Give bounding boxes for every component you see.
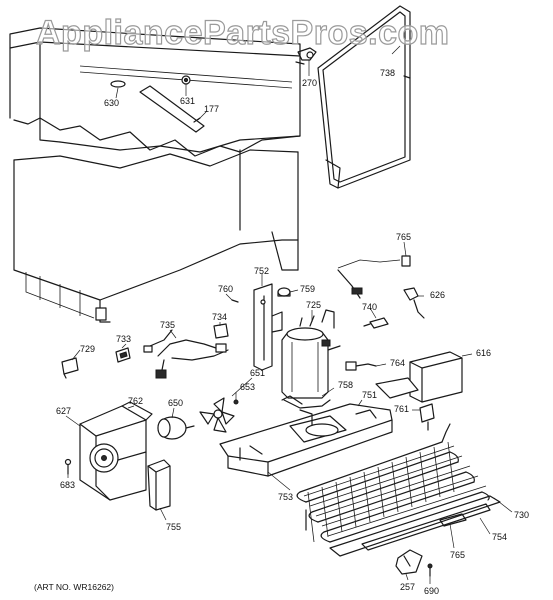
callout-631: 631 <box>180 96 195 106</box>
part-740 <box>363 317 389 329</box>
screw-683 <box>64 458 72 475</box>
callout-753: 753 <box>278 492 293 502</box>
screw-690 <box>427 563 433 577</box>
rail-754 <box>361 503 491 551</box>
callout-725: 725 <box>306 300 321 310</box>
callout-760: 760 <box>218 284 233 294</box>
door-gasket-738 <box>317 5 411 189</box>
callout-labels: 630 631 177 270 738 765 752 759 760 725 … <box>56 68 529 596</box>
callout-651: 651 <box>250 368 265 378</box>
callout-764: 764 <box>390 358 405 368</box>
fan-shroud-627 <box>79 401 153 501</box>
callout-758: 758 <box>338 380 353 390</box>
wiring-harness-735 <box>143 329 229 379</box>
leader-lines <box>65 45 513 584</box>
callout-761: 761 <box>394 404 409 414</box>
part-761 <box>419 403 435 431</box>
art-number: (ART NO. WR16262) <box>34 582 114 592</box>
callout-616: 616 <box>476 348 491 358</box>
callout-740: 740 <box>362 302 377 312</box>
callout-177: 177 <box>204 104 219 114</box>
callout-751: 751 <box>362 390 377 400</box>
cabinet-assembly <box>9 27 317 323</box>
part-733 <box>115 347 131 363</box>
callout-755: 755 <box>166 522 181 532</box>
callout-650: 650 <box>168 398 183 408</box>
part-759 <box>277 287 291 297</box>
callout-734: 734 <box>212 312 227 322</box>
condenser-coil-730 <box>296 423 501 557</box>
callout-257: 257 <box>400 582 415 592</box>
callout-752: 752 <box>254 266 269 276</box>
fan-blade-651 <box>199 397 235 433</box>
callout-627: 627 <box>56 406 71 416</box>
callout-733: 733 <box>116 334 131 344</box>
part-257 <box>395 549 423 575</box>
callout-683: 683 <box>60 480 75 490</box>
callout-759: 759 <box>300 284 315 294</box>
clip-653 <box>233 399 239 405</box>
part-626 <box>403 287 425 319</box>
panel-755 <box>147 459 171 511</box>
part-729 <box>61 357 79 379</box>
base-pan-753 <box>219 395 393 477</box>
callout-626: 626 <box>430 290 445 300</box>
watermark-text: AppliancePartsPros.com <box>36 14 449 52</box>
screw-760 <box>231 299 239 303</box>
callout-765-bottom: 765 <box>450 550 465 560</box>
callout-630: 630 <box>104 98 119 108</box>
callout-690: 690 <box>424 586 439 596</box>
part-734 <box>213 323 229 339</box>
callout-270: 270 <box>302 78 317 88</box>
fan-motor-650 <box>157 416 195 440</box>
bracket-752 <box>253 283 283 371</box>
box-616 <box>375 351 463 403</box>
callout-738: 738 <box>380 68 395 78</box>
callout-735: 735 <box>160 320 175 330</box>
callout-754: 754 <box>492 532 507 542</box>
callout-730: 730 <box>514 510 529 520</box>
callout-762: 762 <box>128 396 143 406</box>
callout-765-top: 765 <box>396 232 411 242</box>
part-764 <box>345 361 377 371</box>
compressor-725 <box>281 309 341 409</box>
callout-729: 729 <box>80 344 95 354</box>
part-765-top <box>337 255 411 299</box>
callout-653: 653 <box>240 382 255 392</box>
